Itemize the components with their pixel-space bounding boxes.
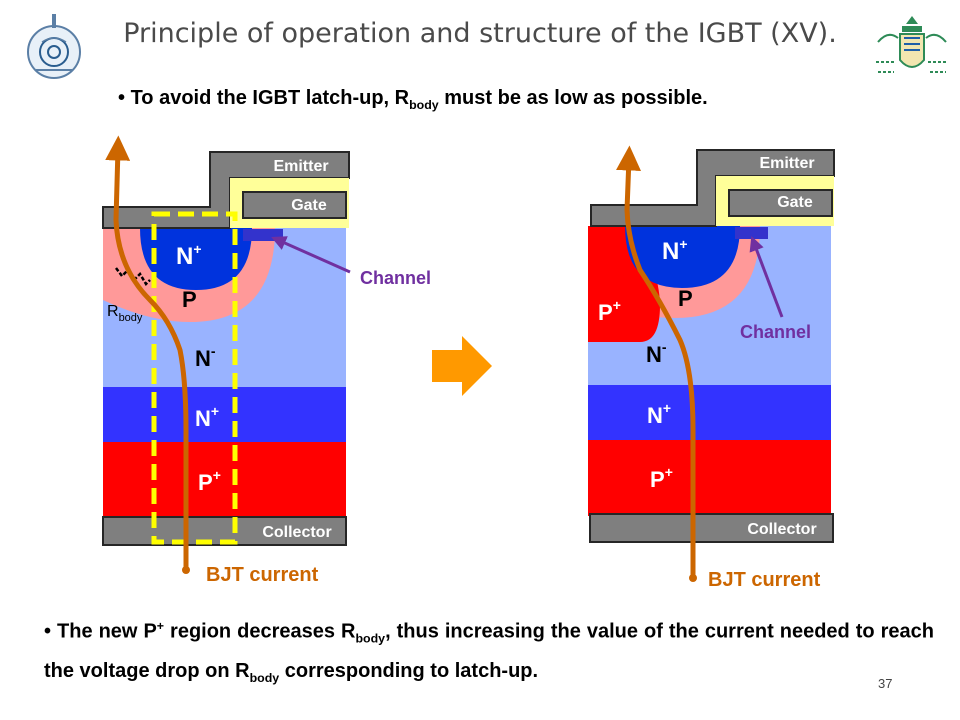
left-n-plus-buffer: [103, 387, 346, 443]
right-gate-electrode: [728, 189, 833, 217]
left-bjt-current-label: BJT current: [206, 564, 319, 586]
slide-title: Principle of operation and structure of …: [123, 18, 837, 49]
left-bjt-current-arrow: [105, 135, 189, 570]
right-channel-block: [735, 227, 768, 239]
right-bjt-current-arrow: [616, 145, 696, 578]
left-gate-label: Gate: [291, 197, 327, 214]
bullet-p-plus-explanation: • The new P+ region decreases Rbody, thu…: [44, 619, 934, 685]
left-p-plus-sub-label: P+: [198, 467, 221, 495]
right-emitter-label: Emitter: [759, 155, 814, 172]
left-collector-label: Collector: [262, 524, 331, 541]
left-gate-electrode: [242, 191, 347, 219]
left-p-body-label: P: [182, 287, 197, 312]
right-arrow-icon: [432, 336, 492, 396]
left-channel-label: Channel: [360, 268, 431, 288]
left-highlight-box: [151, 211, 238, 545]
left-n-minus-label: N-: [195, 343, 216, 371]
right-igbt-structure: [588, 145, 835, 582]
left-channel-pointer: [271, 236, 351, 274]
left-n-plus-well: [140, 228, 252, 290]
university-emblem-left: [27, 14, 81, 79]
right-p-plus-sub-label: P+: [650, 464, 673, 492]
right-n-plus-well: [625, 226, 740, 288]
left-igbt-structure: [102, 135, 351, 574]
left-n-plus-buffer-label: N+: [195, 403, 219, 431]
left-p-plus-substrate: [103, 442, 346, 518]
left-emitter-label: Emitter: [273, 158, 328, 175]
right-n-plus-buffer: [588, 385, 831, 441]
left-channel-block: [243, 229, 283, 241]
page-number: 37: [878, 676, 893, 691]
right-n-plus-top-label: N+: [662, 236, 688, 265]
right-p-plus-new-label: P+: [598, 297, 621, 325]
right-collector-label: Collector: [747, 521, 816, 538]
university-crest-right: [876, 16, 948, 73]
right-p-plus-substrate: [588, 440, 831, 516]
right-channel-label: Channel: [740, 322, 811, 342]
left-rbody-label: Rbody: [107, 303, 143, 324]
right-n-plus-buffer-label: N+: [647, 400, 671, 428]
right-bjt-current-label: BJT current: [708, 569, 821, 591]
right-gate-label: Gate: [777, 194, 813, 211]
right-channel-pointer: [749, 235, 784, 318]
left-n-plus-top-label: N+: [176, 241, 202, 270]
bullet-latchup-requirement: • To avoid the IGBT latch-up, Rbody must…: [118, 87, 708, 112]
right-collector-metal: [589, 513, 834, 543]
right-n-minus-label: N-: [646, 339, 667, 367]
right-p-body-label: P: [678, 286, 693, 311]
